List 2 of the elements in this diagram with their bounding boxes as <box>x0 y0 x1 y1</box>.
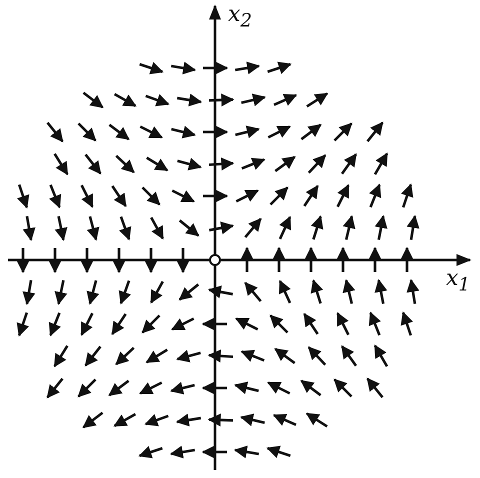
vertical-axis-label: x$_{2}$ <box>228 4 252 31</box>
horizontal-axis-label: x$_{1}$ <box>446 268 470 295</box>
